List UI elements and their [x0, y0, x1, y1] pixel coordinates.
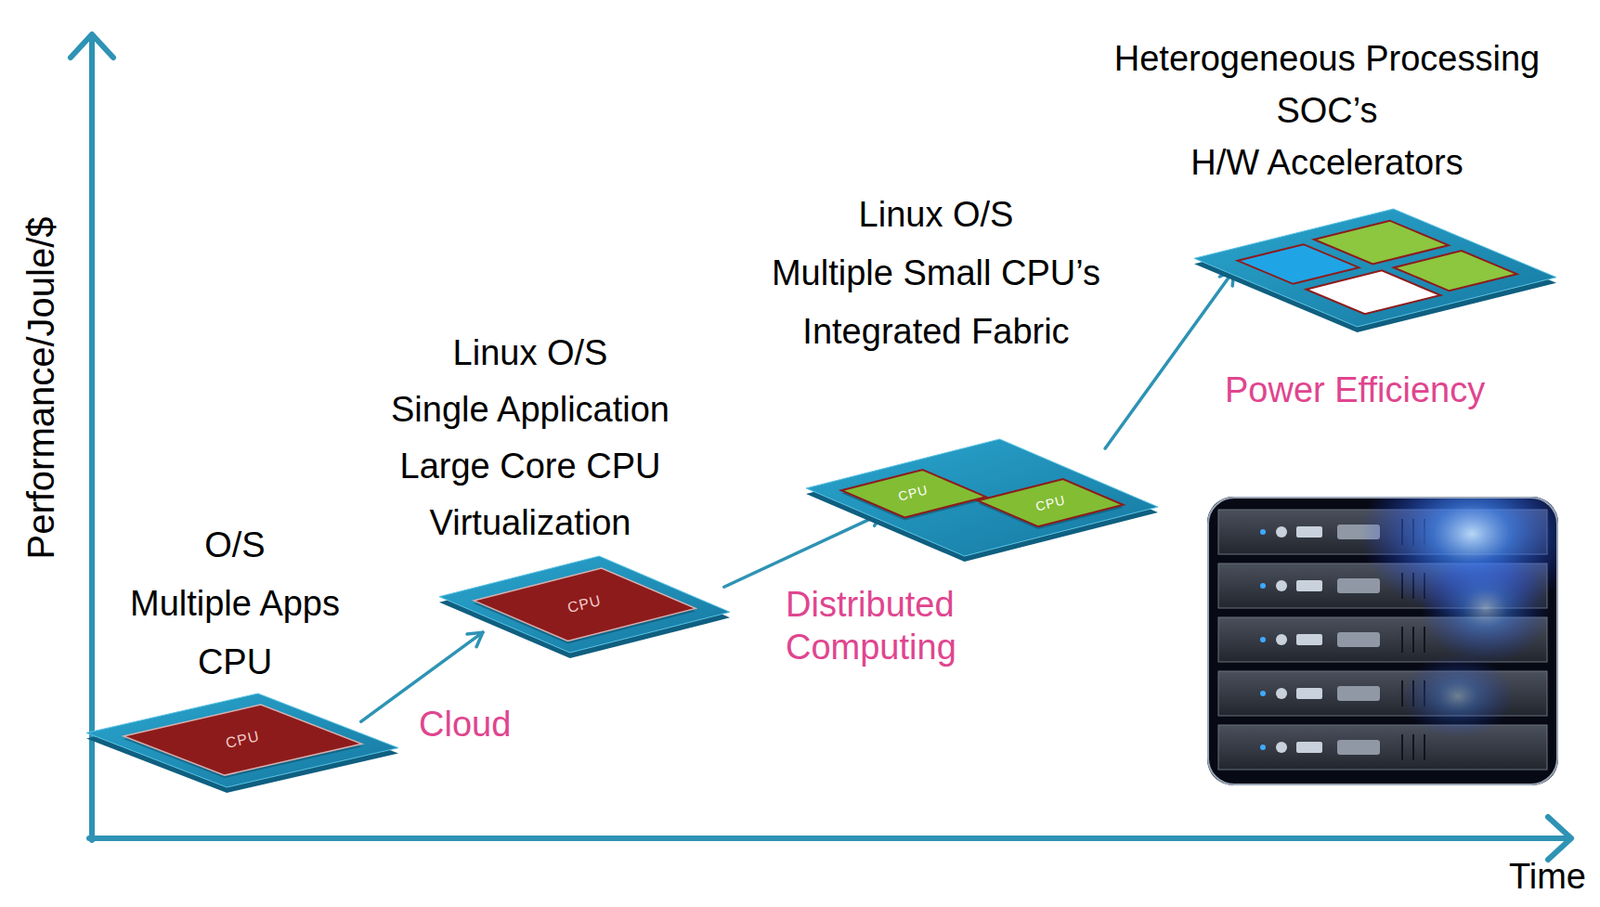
trend-label-text: Power Efficiency [1224, 368, 1485, 412]
feature-text: SOC’s [1114, 84, 1540, 137]
cpu-chip: CPU [841, 469, 987, 518]
accelerator-block [1393, 250, 1518, 291]
cpu-chip: CPU [473, 568, 696, 641]
cpu-chip: CPU [123, 704, 363, 776]
feature-text: CPU [130, 633, 340, 692]
axis-title-text: Performance/Joule/$ [18, 216, 64, 560]
feature-text: H/W Accelerators [1114, 136, 1540, 189]
feature-text: Single Application [390, 381, 670, 439]
cpu-chip: CPU [977, 479, 1124, 527]
feature-list: Linux O/SSingle ApplicationLarge Core CP… [390, 325, 670, 552]
feature-text: Large Core CPU [390, 438, 670, 495]
y-axis [89, 37, 95, 841]
axis-title: Performance/Joule/$ [18, 216, 64, 560]
accelerator-block [1313, 221, 1449, 265]
feature-text: O/S [130, 516, 340, 575]
progress-arrow [724, 511, 885, 587]
platform-tile: Linux O/SSingle ApplicationLarge Core CP… [439, 556, 730, 653]
trend-label: Power Efficiency [1224, 368, 1485, 412]
feature-text: Heterogeneous Processing [1114, 32, 1540, 85]
blue-glow [1402, 654, 1514, 739]
server-rack-photo [1207, 496, 1559, 786]
axis-title-text: Time [1508, 856, 1587, 899]
feature-list: Heterogeneous ProcessingSOC’sH/W Acceler… [1114, 32, 1540, 189]
feature-text: Linux O/S [771, 185, 1101, 245]
platform-tile: Linux O/SMultiple Small CPU’sIntegrated … [806, 439, 1158, 557]
feature-list: Linux O/SMultiple Small CPU’sIntegrated … [771, 185, 1101, 362]
feature-text: Multiple Apps [130, 574, 340, 634]
y-axis-arrowhead [70, 34, 114, 58]
feature-text: Integrated Fabric [771, 302, 1101, 362]
feature-text: Virtualization [390, 494, 670, 552]
x-axis-arrowhead [1547, 817, 1572, 860]
axis-title: Time [1508, 856, 1587, 899]
progress-arrow [1105, 270, 1235, 449]
platform-tile: O/SMultiple AppsCPUCPU [86, 693, 399, 788]
feature-list: O/SMultiple AppsCPU [130, 516, 340, 692]
feature-text: Multiple Small CPU’s [771, 244, 1101, 303]
x-axis [89, 835, 1568, 842]
trend-label: Distributed Computing [785, 583, 981, 669]
server-ports [1275, 524, 1380, 755]
trend-label-text: Cloud [418, 702, 511, 746]
status-lights [1260, 529, 1266, 751]
platform-tile: Heterogeneous ProcessingSOC’sH/W Acceler… [1194, 208, 1557, 327]
blue-glow [1420, 552, 1551, 664]
tile-shape [1194, 208, 1557, 335]
feature-text: Linux O/S [390, 325, 670, 382]
trend-label-text: Distributed Computing [785, 583, 981, 669]
trend-label: Cloud [418, 702, 511, 746]
